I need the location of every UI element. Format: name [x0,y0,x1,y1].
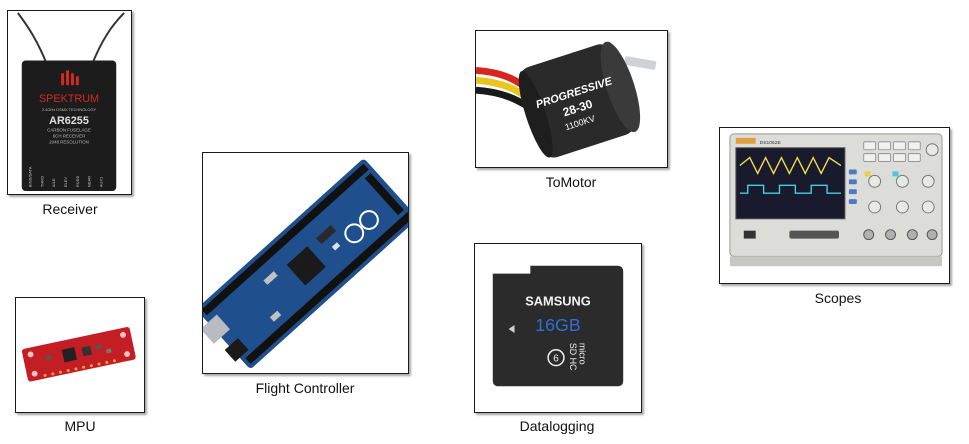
receiver-block[interactable]: SPEKTRUM 2.4GHz DSMX TECHNOLOGY AR6255 C… [7,10,132,195]
receiver-line2: CARBON FUSELAGE [47,128,91,133]
receiver-brand: SPEKTRUM [39,93,99,105]
arduino-mega-icon [203,153,408,373]
receiver-channel-label: THRO [39,176,44,187]
receiver-icon: SPEKTRUM 2.4GHz DSMX TECHNOLOGY AR6255 C… [8,11,131,194]
scopes-label: Scopes [814,290,862,306]
sd-class: 6 [553,354,559,365]
mpu-block[interactable] [15,297,145,413]
receiver-tech-line: 2.4GHz DSMX TECHNOLOGY [42,107,97,112]
scopes-block[interactable]: DS1052E [719,127,950,284]
mpu-board-icon [16,298,144,412]
flight-controller-block[interactable] [202,152,409,374]
to-motor-label: ToMotor [545,174,597,190]
datalogging-label: Datalogging [519,418,595,434]
to-motor-block[interactable]: PROGRESSIVE 28-30 1100KV [475,30,668,168]
sd-format-top: micro [578,343,588,365]
receiver-line3: 6CH RECEIVER [53,134,86,139]
receiver-channel-label: AUX1 [98,177,103,187]
receiver-channel-label: ELEV [63,177,68,187]
receiver-line4: 2048 RESOLUTION [49,140,89,145]
oscilloscope-icon: DS1052E [720,128,949,283]
mpu-label: MPU [64,418,96,434]
flight-controller-label: Flight Controller [255,380,355,396]
receiver-channel-label: BIND/DATA [28,166,33,187]
datalogging-block[interactable]: SAMSUNG 16GB 6 micro SD HC [474,243,642,413]
receiver-channel-label: GEAR [87,176,92,187]
brushless-motor-icon: PROGRESSIVE 28-30 1100KV [476,31,667,167]
sd-capacity: 16GB [535,315,580,335]
receiver-model: AR6255 [49,115,89,127]
scope-model: DS1052E [760,140,782,146]
sd-brand: SAMSUNG [525,293,591,308]
receiver-channel-label: AILE [51,178,56,187]
microsd-card-icon: SAMSUNG 16GB 6 micro SD HC [475,244,641,412]
sd-format-bottom: SD HC [568,343,578,371]
receiver-channel-label: RUDD [75,176,80,188]
receiver-label: Receiver [42,201,98,217]
